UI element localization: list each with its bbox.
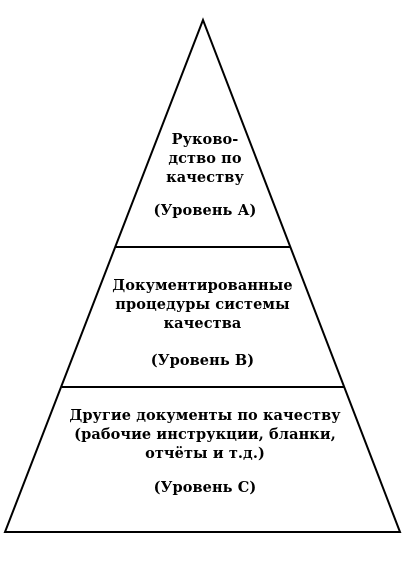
level-c-tag: (Уровень С) [153,479,257,496]
level-a-line-3: качеству [166,169,244,186]
level-a-line-2: дство по [168,150,242,167]
level-c-line-3: отчёты и т.д.) [145,445,265,462]
level-b-line-1: Документированные [112,277,293,294]
level-a-line-1: Руково- [171,131,239,148]
level-b-text: Документированные процедуры системы каче… [90,276,315,370]
level-b-tag: (Уровень В) [150,352,255,369]
pyramid-outline [3,17,402,533]
level-c-line-1: Другие документы по качеству [69,407,341,424]
level-c-text: Другие документы по качеству (рабочие ин… [55,406,355,497]
level-b-line-3: качества [163,315,242,332]
level-c-line-2: (рабочие инструкции, бланки, [74,426,336,443]
level-b-line-2: процедуры системы [115,296,290,313]
level-a-text: Руково- дство по качеству (Уровень А) [140,130,270,220]
level-a-tag: (Уровень А) [153,202,257,219]
